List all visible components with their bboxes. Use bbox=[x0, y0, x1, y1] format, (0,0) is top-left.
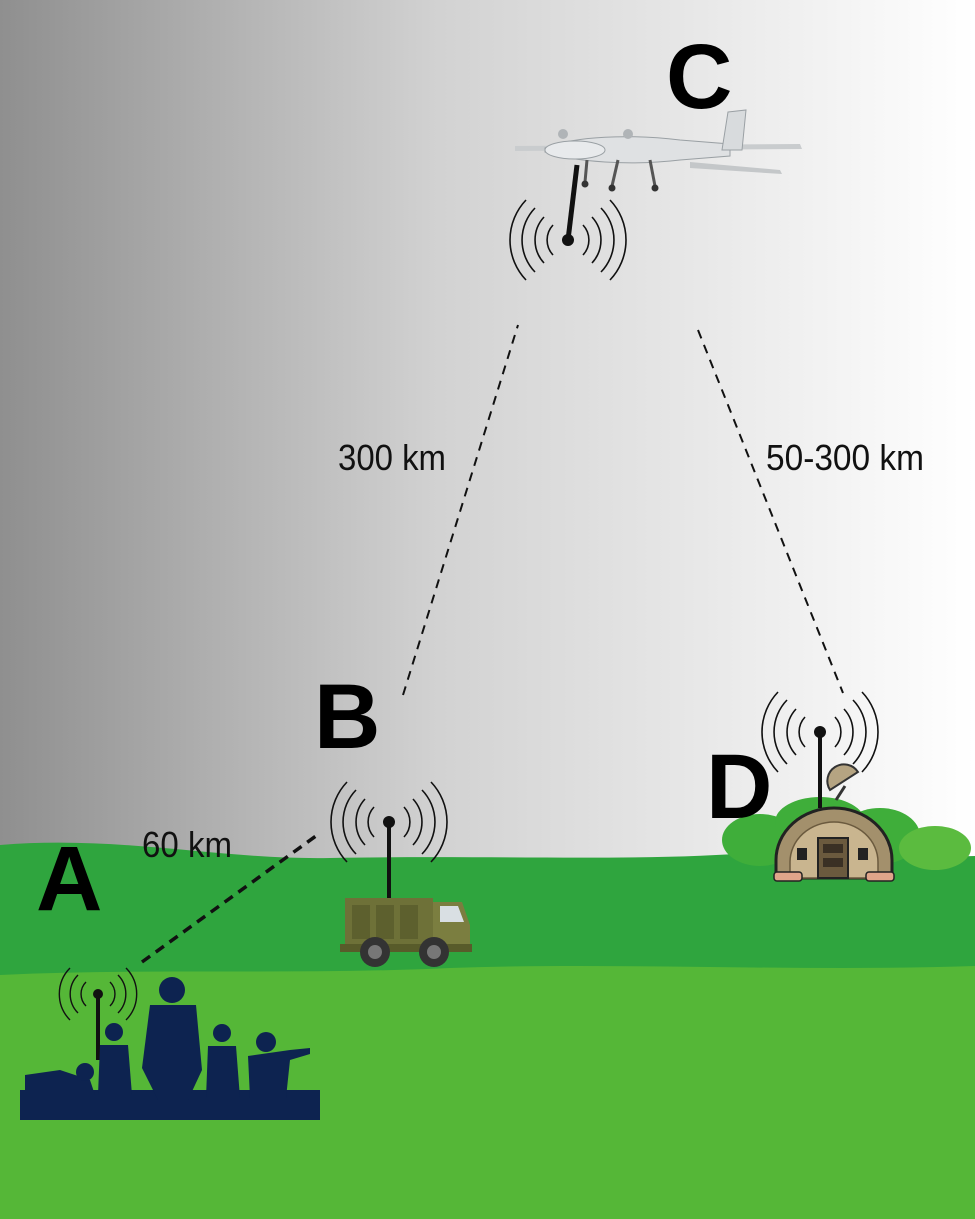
bunker-icon bbox=[773, 763, 895, 882]
link-a-b bbox=[140, 831, 322, 964]
node-label-c: C bbox=[666, 26, 732, 128]
node-label-a: A bbox=[36, 828, 102, 930]
antenna-d-icon bbox=[761, 691, 879, 808]
antenna-a-icon bbox=[58, 967, 138, 1060]
soldiers-icon bbox=[20, 977, 320, 1120]
node-label-b: B bbox=[314, 666, 380, 768]
near-grass bbox=[0, 966, 975, 1219]
link-b-c bbox=[402, 324, 519, 696]
drone-icon bbox=[515, 109, 802, 192]
distance-label-c-d: 50-300 km bbox=[766, 437, 924, 478]
distance-label-b-c: 300 km bbox=[338, 437, 446, 478]
node-label-d: D bbox=[706, 736, 772, 838]
link-c-d bbox=[697, 329, 844, 694]
distance-label-a-b: 60 km bbox=[142, 824, 232, 865]
antenna-b-icon bbox=[330, 781, 448, 900]
military-truck-icon bbox=[340, 898, 472, 967]
antenna-c-icon bbox=[509, 164, 627, 281]
